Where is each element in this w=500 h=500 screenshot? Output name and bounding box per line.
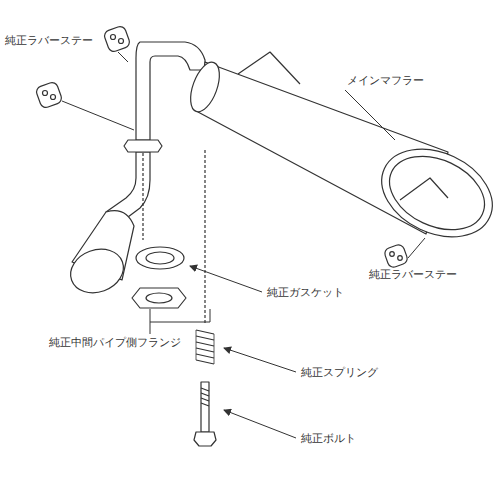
part-label: 純正ボルト <box>300 432 357 445</box>
mid-pipe-flange <box>132 288 186 308</box>
part-label: 純正スプリング <box>300 366 379 379</box>
leader-line <box>408 238 425 258</box>
muffler-front-cap <box>185 58 225 115</box>
leader-arrow <box>224 410 296 438</box>
alignment-line <box>204 150 205 325</box>
part-label: メインマフラー <box>346 74 425 87</box>
rubber-stay <box>103 25 131 53</box>
tail-tip-end <box>64 242 129 300</box>
gasket <box>136 247 184 269</box>
gasket-hole <box>146 252 174 264</box>
leader-line <box>150 322 151 334</box>
part-label: 純正ラバーステー <box>368 268 458 281</box>
pipe-flange <box>124 140 162 152</box>
leader-line <box>62 101 134 130</box>
spring-outline <box>196 330 214 364</box>
rubber-stay <box>383 243 409 269</box>
flange-hole <box>146 293 172 303</box>
muffler-rear-cap <box>368 132 500 254</box>
alignment-line <box>142 153 143 240</box>
leader-line <box>118 52 128 62</box>
bolt-head <box>194 432 216 446</box>
spring-coils <box>196 330 214 364</box>
bolt-thread <box>201 388 209 406</box>
part-label: 純正ラバーステー <box>4 34 94 47</box>
part-label: 純正中間パイプ側フランジ <box>48 336 182 349</box>
part-label: 純正ガスケット <box>266 286 345 299</box>
leader-arrow <box>224 348 296 372</box>
leader-line <box>345 90 395 140</box>
leader-bracket <box>150 309 210 322</box>
muffler-bracket <box>400 178 448 200</box>
leader-arrow <box>190 266 262 292</box>
bolt-shank <box>201 382 209 432</box>
muffler-rear-rim <box>378 142 497 244</box>
muffler-bracket <box>238 52 300 84</box>
rubber-stay <box>35 81 63 109</box>
